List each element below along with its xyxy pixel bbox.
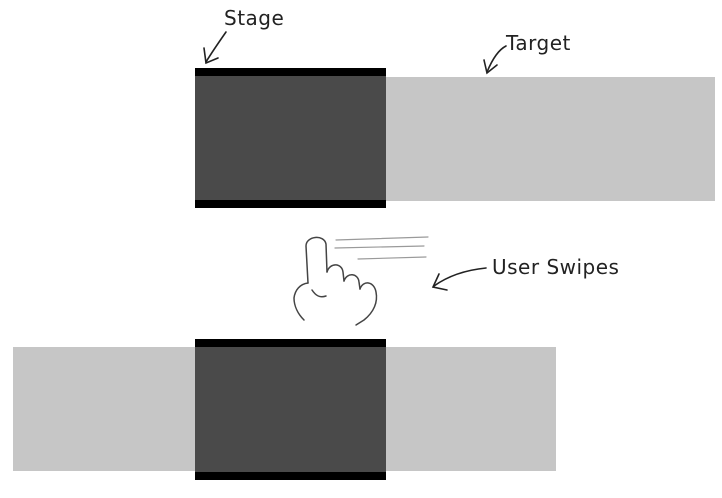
stage-bottom [195,339,386,480]
target-panel-top [386,77,715,201]
motion-lines-icon [334,236,429,260]
stage-bottom-inner [195,347,386,472]
stage-arrow-icon [203,31,227,65]
swipe-arrow-icon [431,267,487,291]
stage-top-inner [195,76,386,200]
stage-top [195,68,386,208]
target-arrow-icon [483,45,507,75]
hand-swipe-icon [293,236,378,326]
user-swipes-label: User Swipes [492,255,620,279]
target-label: Target [506,31,571,55]
stage-label: Stage [224,6,285,30]
